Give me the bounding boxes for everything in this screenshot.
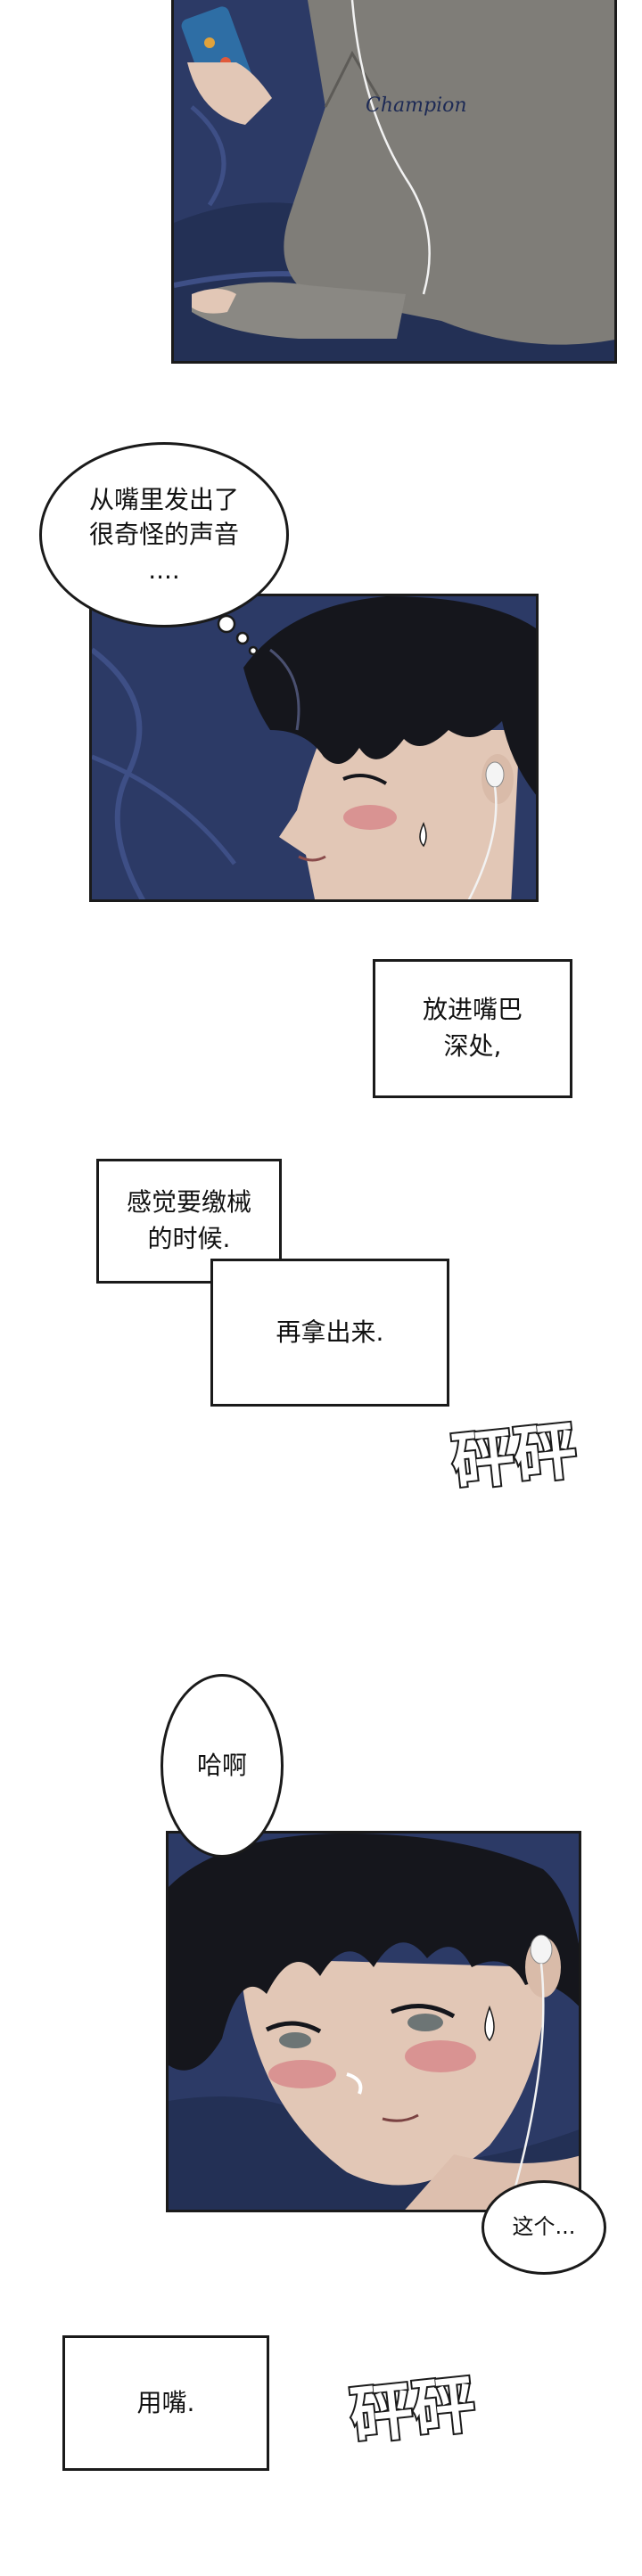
scene-lying-with-phone: Champion	[174, 0, 614, 361]
panel-lying-with-phone: Champion	[171, 0, 617, 364]
sfx-pengpeng-2-text: 砰砰	[347, 2367, 479, 2453]
caption-take-out: 再拿出来.	[210, 1259, 449, 1407]
caption-put-deep: 放进嘴巴 深处,	[373, 959, 572, 1098]
chest-logo: Champion	[366, 94, 467, 117]
sfx-pengpeng-1: 砰砰	[447, 1412, 582, 1501]
panel-blushing-profile	[89, 594, 539, 902]
sfx-pengpeng-2: 砰砰	[345, 2366, 481, 2455]
speech-bubble-strange-sound: 从嘴里发出了 很奇怪的声音 ....	[39, 442, 289, 628]
thought-dots-icon	[217, 615, 259, 656]
caption-with-mouth: 用嘴.	[62, 2335, 269, 2471]
sfx-pengpeng-1-text: 砰砰	[449, 1414, 580, 1499]
speech-bubble-haa: 哈啊	[160, 1674, 284, 1858]
panel-blushing-front	[166, 1831, 581, 2212]
scene-blushing-profile	[92, 596, 536, 899]
speech-bubble-this: 这个...	[482, 2180, 606, 2275]
scene-blushing-front	[169, 1834, 579, 2210]
